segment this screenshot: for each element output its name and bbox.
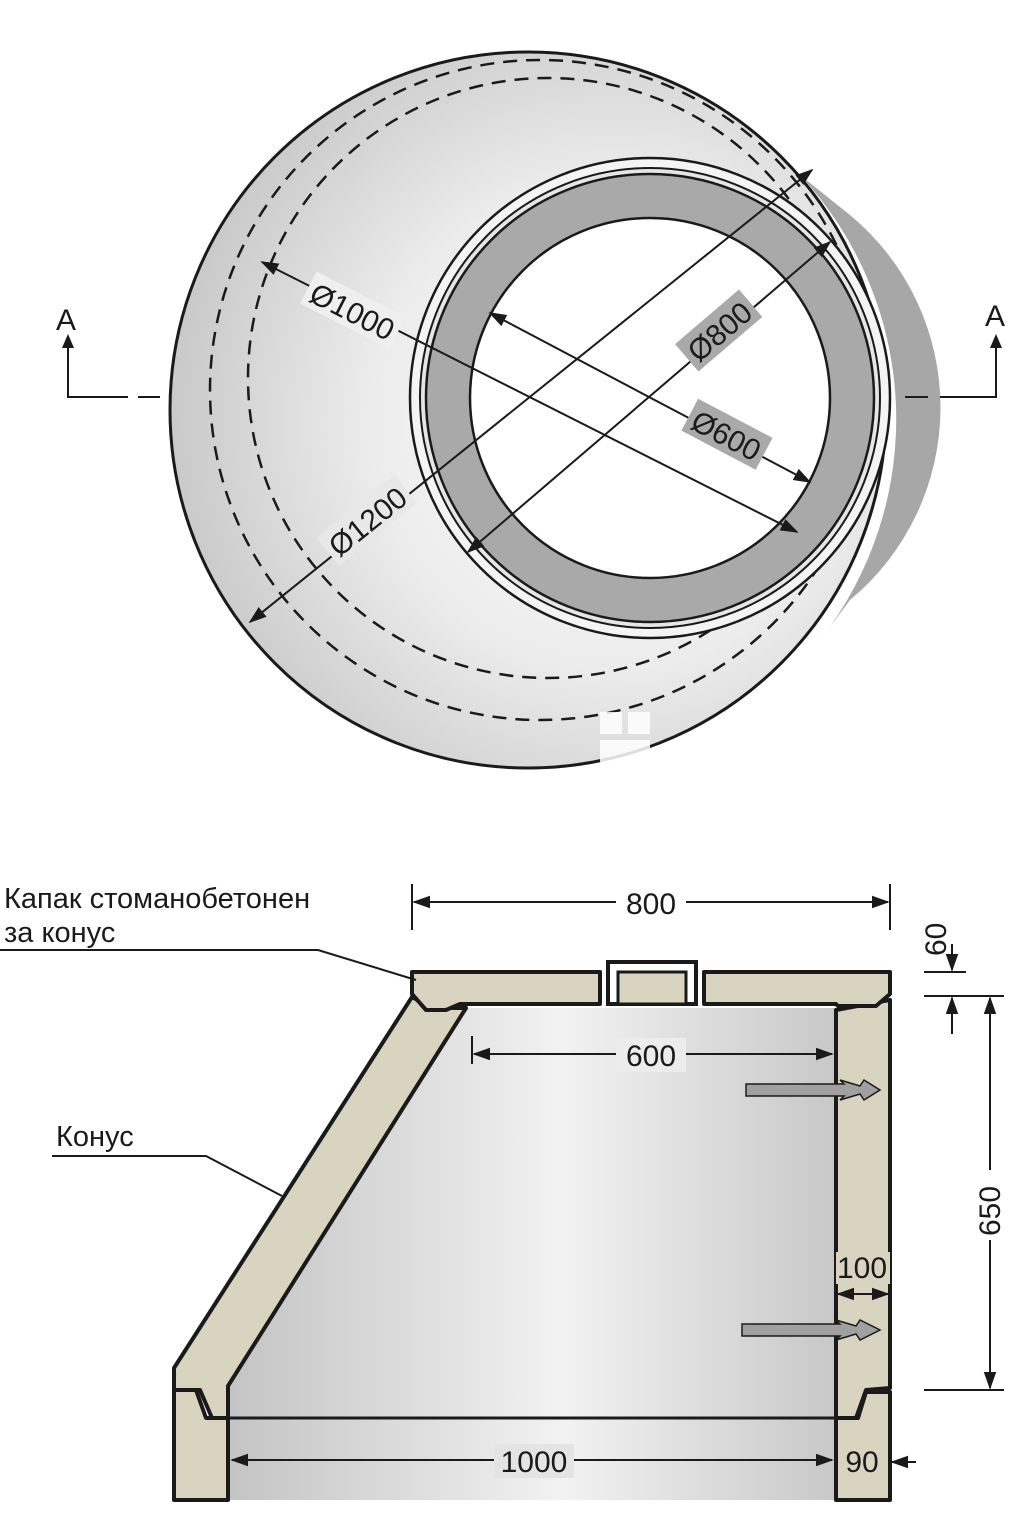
shaft-interior — [230, 1008, 836, 1500]
dim-1000-bg — [300, 271, 406, 349]
cover-hatch-inner — [616, 970, 688, 1006]
cover-slab-right — [702, 970, 892, 1008]
section-view: 800 600 60 650 100 1000 90 Капак стомано… — [0, 883, 1008, 1502]
dim-600-bg — [681, 398, 773, 470]
dim-650-label: 650 — [974, 1186, 1007, 1236]
label-cover-line2: за конус — [4, 917, 115, 949]
section-mark-left: A — [56, 304, 160, 398]
cover-slab-left — [410, 970, 602, 1012]
step-rung-1 — [745, 1078, 882, 1102]
label-cover-line1: Капак стоманобетонен — [4, 883, 310, 915]
dim-1200-bg — [316, 475, 417, 566]
dim-60-label: 60 — [920, 923, 953, 956]
cone-shade — [800, 175, 941, 640]
watermark-logo — [600, 712, 650, 762]
leader-cover — [0, 949, 417, 981]
dim-600-opening-label: 600 — [626, 1040, 676, 1073]
section-mark-right-label: A — [985, 300, 1005, 333]
label-cone: Конус — [56, 1121, 134, 1153]
step-rung-2 — [741, 1319, 882, 1341]
right-wall — [834, 998, 892, 1420]
plan-view: Ø1000 Ø1200 Ø800 Ø600 A A — [56, 50, 1005, 832]
dim-800-top-label: 800 — [626, 888, 676, 921]
section-mark-left-label: A — [56, 304, 76, 337]
dim-90-label: 90 — [845, 1446, 878, 1479]
leader-cone — [52, 1155, 283, 1197]
dim-100-label: 100 — [837, 1252, 887, 1285]
dim-800-bg — [675, 289, 763, 372]
watermark-text: stroidirect — [340, 764, 693, 832]
section-mark-right: A — [905, 300, 1005, 398]
dim-1000-bottom-label: 1000 — [501, 1446, 568, 1479]
